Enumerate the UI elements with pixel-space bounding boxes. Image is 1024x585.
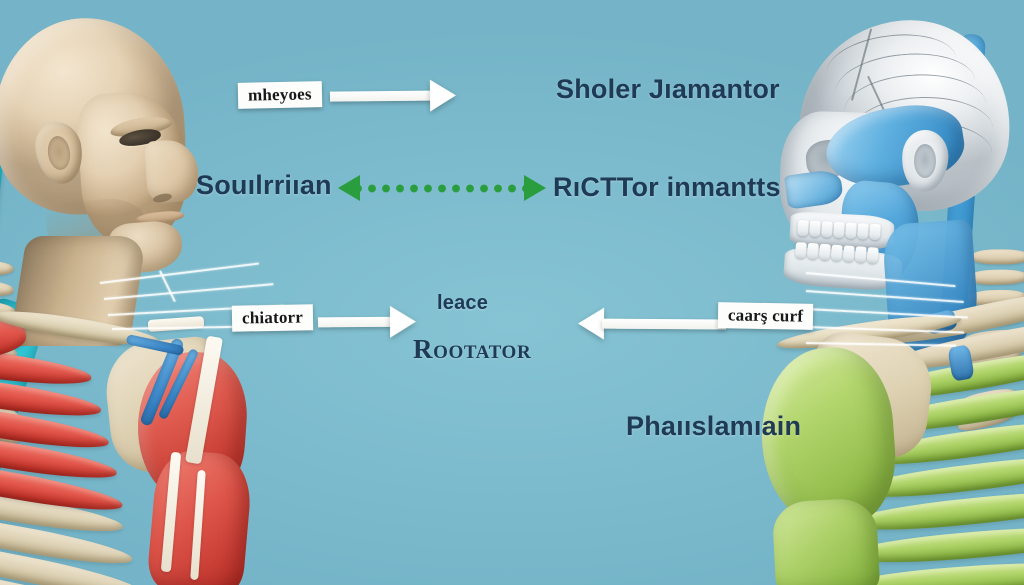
- right-ear-concha: [914, 144, 936, 178]
- heading-rictor-inmantts: RıCTTor inmantts: [553, 172, 781, 202]
- green-arrow-dots: [360, 183, 524, 193]
- green-arrow-head-left: [338, 175, 360, 201]
- tag-chiatorr[interactable]: chiatorr: [231, 304, 314, 332]
- arrow-top-left-to-right: [329, 79, 457, 112]
- heading-rootator: Rootator: [413, 334, 532, 364]
- tag-mheyoes[interactable]: mheyoes: [237, 81, 322, 109]
- arrow-middle-right-to-left: [577, 307, 727, 340]
- heading-phaiislamiain: Phaııslamıain: [626, 411, 802, 441]
- right-anatomy-figure: [714, 0, 1024, 585]
- arrow-middle-left-to-right: [317, 305, 417, 339]
- green-arrow-head-right: [524, 175, 546, 201]
- green-dotted-double-arrow: [338, 171, 546, 205]
- heading-souilrriian: Souılrriıan: [196, 170, 332, 200]
- tag-caars-curf[interactable]: caarş curf: [717, 302, 814, 330]
- heading-sholer-jiamantor: Sholer Jıamantor: [556, 74, 780, 104]
- heading-leace: leace: [437, 292, 489, 314]
